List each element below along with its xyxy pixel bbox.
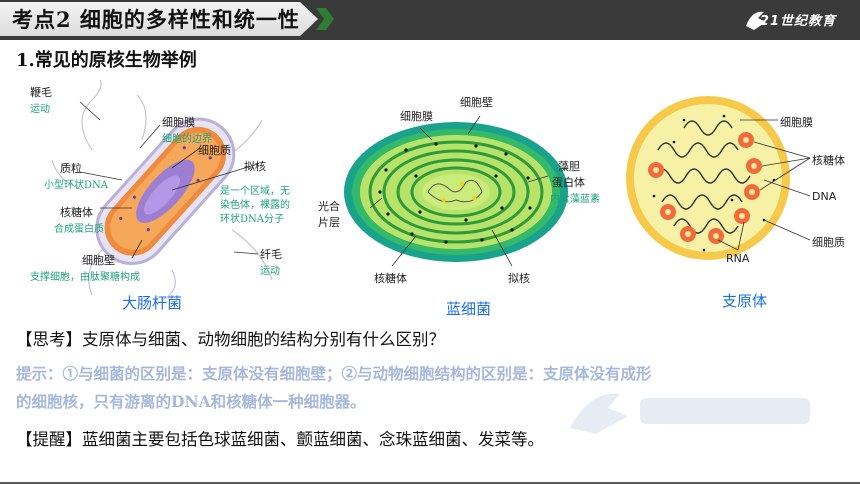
cyano-caption: 蓝细菌 bbox=[446, 300, 492, 318]
ecoli-nucleoid-label: 拟核 bbox=[244, 160, 266, 173]
arrow-icon bbox=[316, 8, 334, 30]
ecoli-pili-label: 纤毛 bbox=[260, 248, 282, 261]
ecoli-membrane-fn: 细胞的边界 bbox=[162, 134, 212, 145]
ecoli-membrane-label: 细胞膜 bbox=[162, 116, 195, 129]
ecoli-ribosome-label: 核糖体 bbox=[60, 206, 93, 219]
ecoli-caption: 大肠杆菌 bbox=[122, 294, 183, 312]
hint-line-1: 提示：①与细菌的区别是：支原体没有细胞壁；②与动物细胞结构的区别是：支原体没有成… bbox=[16, 364, 652, 383]
cyano-phyco-label2: 蛋白体 bbox=[552, 176, 585, 189]
ecoli-flagellum-label: 鞭毛 bbox=[30, 86, 52, 99]
cyano-lamella-label2: 片层 bbox=[318, 216, 340, 229]
reminder-text: 【提醒】蓝细菌主要包括色球蓝细菌、颤蓝细菌、念珠蓝细菌、发菜等。 bbox=[16, 430, 544, 449]
ecoli-diagram bbox=[51, 74, 273, 301]
myco-cytoplasm-label: 细胞质 bbox=[812, 236, 845, 249]
cyano-wall-label: 细胞壁 bbox=[460, 96, 493, 109]
ecoli-ribosome-fn: 合成蛋白质 bbox=[54, 224, 104, 235]
myco-dna-label: DNA bbox=[812, 190, 837, 203]
logo-text: 21世纪教育 bbox=[759, 14, 836, 29]
ecoli-nucleoid-fn1: 是一个区域，无 bbox=[220, 186, 290, 197]
cyano-panel: 细胞膜 细胞壁 藻胆 蛋白体 内含藻蓝素 光合 片层 核糖体 拟核 蓝细菌 bbox=[316, 80, 616, 320]
myco-caption: 支原体 bbox=[722, 292, 768, 310]
cyano-nucleoid-label: 拟核 bbox=[508, 272, 530, 285]
header-title: 考点2 细胞的多样性和统一性 bbox=[12, 7, 300, 32]
ecoli-plasmid-label: 质粒 bbox=[60, 162, 82, 175]
cyano-membrane-label: 细胞膜 bbox=[400, 110, 433, 123]
ecoli-flagellum-fn: 运动 bbox=[30, 104, 50, 115]
ecoli-pili-fn: 运动 bbox=[260, 266, 280, 277]
ecoli-cytoplasm-label: 细胞质 bbox=[198, 144, 231, 157]
ecoli-wall-fn: 支撑细胞，由肽聚糖构成 bbox=[30, 272, 140, 283]
ecoli-nucleoid-fn2: 染色体，裸露的 bbox=[220, 200, 290, 211]
header-tab: 考点2 细胞的多样性和统一性 bbox=[0, 2, 318, 36]
hint-line-2: 的细胞核，只有游离的DNA和核糖体一种细胞器。 bbox=[16, 392, 366, 411]
logo-icon bbox=[746, 11, 766, 30]
cyano-lamella-label1: 光合 bbox=[318, 200, 340, 213]
ecoli-panel: 鞭毛 运动 细胞膜 细胞的边界 细胞质 质粒 小型环状DNA 拟核 是一个区域，… bbox=[22, 74, 322, 320]
ecoli-wall-label: 细胞壁 bbox=[82, 254, 115, 267]
myco-panel: 细胞膜 核糖体 DNA 细胞质 RNA 支原体 bbox=[614, 80, 854, 320]
myco-membrane-label: 细胞膜 bbox=[780, 116, 813, 129]
watermark-logo-icon bbox=[570, 393, 810, 434]
ecoli-plasmid-fn: 小型环状DNA bbox=[44, 180, 108, 191]
cyano-phyco-label1: 藻胆 bbox=[558, 160, 580, 173]
bottom-border bbox=[0, 482, 860, 484]
myco-rna-label: RNA bbox=[726, 252, 750, 265]
cyano-ribosome-label: 核糖体 bbox=[374, 272, 407, 285]
ecoli-nucleoid-fn3: 环状DNA分子 bbox=[220, 214, 284, 225]
myco-diagram bbox=[626, 96, 811, 260]
section-title: 1.常见的原核生物举例 bbox=[16, 50, 197, 71]
cyano-phyco-fn: 内含藻蓝素 bbox=[550, 194, 600, 205]
cyano-diagram bbox=[344, 115, 568, 267]
myco-ribosome-label: 核糖体 bbox=[812, 154, 845, 167]
think-question: 【思考】支原体与细菌、动物细胞的结构分别有什么区别？ bbox=[16, 330, 445, 349]
